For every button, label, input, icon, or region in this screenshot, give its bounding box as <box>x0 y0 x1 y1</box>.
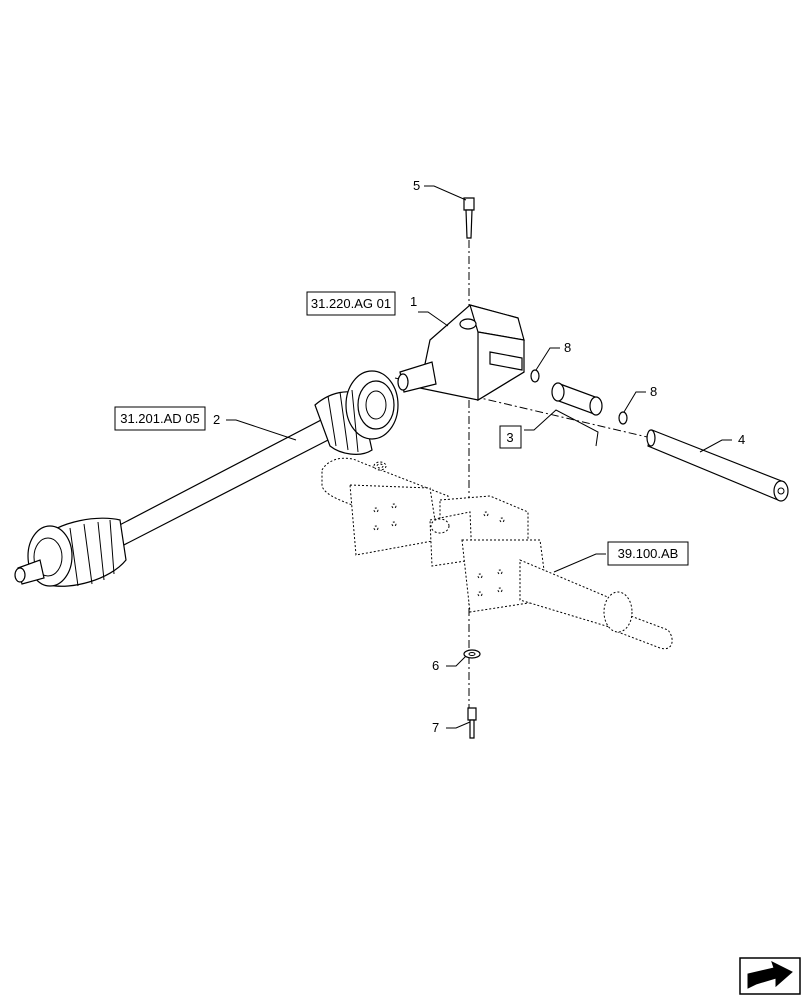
bolt-bottom <box>467 707 477 739</box>
snap-ring-left <box>530 369 540 383</box>
driveshaft-reference[interactable]: 31.201.AD 05 <box>114 406 206 431</box>
svg-text:31.220.AG 01: 31.220.AG 01 <box>311 296 391 311</box>
svg-text:39.100.AB: 39.100.AB <box>618 546 679 561</box>
frame-reference[interactable]: 39.100.AB <box>607 541 689 566</box>
callout-6: 6 <box>432 658 439 673</box>
svg-text:31.201.AD 05: 31.201.AD 05 <box>120 411 200 426</box>
next-page-arrow-icon[interactable] <box>739 957 801 995</box>
leader-8a <box>535 347 560 371</box>
leader-7 <box>446 721 471 729</box>
leader-2 <box>226 419 297 441</box>
callout-2: 2 <box>213 412 220 427</box>
bushing <box>551 382 603 416</box>
leader-8b <box>623 391 646 413</box>
callout-7: 7 <box>432 720 439 735</box>
kit-callout-box: 3 <box>499 425 522 449</box>
horizontal-shaft-axis <box>394 377 661 441</box>
leader-5 <box>424 185 467 201</box>
drive-shaft <box>14 370 399 587</box>
callout-4: 4 <box>738 432 745 447</box>
snap-ring-right <box>618 411 628 425</box>
gearbox-reference[interactable]: 31.220.AG 01 <box>306 291 396 316</box>
frame-assembly <box>321 457 673 650</box>
callout-8-left: 8 <box>564 340 571 355</box>
callout-8-right: 8 <box>650 384 657 399</box>
leader-4 <box>699 439 732 453</box>
leader-6 <box>446 655 467 667</box>
gearbox <box>397 304 525 402</box>
washer <box>463 649 481 659</box>
callout-5: 5 <box>413 178 420 193</box>
svg-text:3: 3 <box>506 430 513 445</box>
bolt-top <box>463 197 475 239</box>
callout-1: 1 <box>410 294 417 309</box>
leader-3 <box>524 409 599 447</box>
output-shaft <box>646 429 789 502</box>
leader-1 <box>418 311 449 327</box>
leader-frame-ref <box>553 553 606 573</box>
